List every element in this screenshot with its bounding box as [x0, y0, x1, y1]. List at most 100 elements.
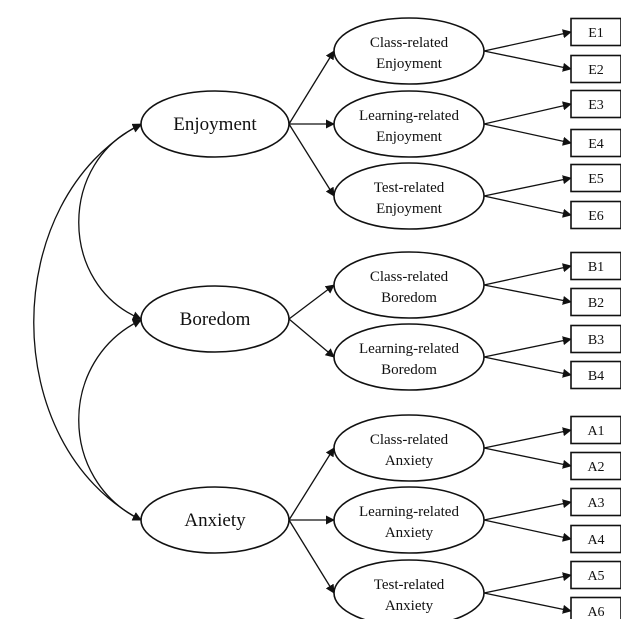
- indicator-e3: E3: [570, 89, 621, 119]
- subconstruct-learning-anxiety-label-line-2: Anxiety: [385, 525, 434, 541]
- indicator-e6-box: [570, 200, 621, 230]
- indicator-a3-label: A3: [587, 496, 604, 511]
- subconstruct-test-enjoyment-label-line-1: Test-related: [374, 180, 445, 196]
- indicator-a6: A6: [570, 596, 621, 619]
- indicator-a4: A4: [570, 524, 621, 554]
- correlation-enjoyment-boredom: [78, 124, 142, 321]
- indicator-b4-label: B4: [588, 369, 604, 384]
- indicator-a2: A2: [570, 451, 621, 481]
- subconstruct-learning-boredom-ellipse: [333, 323, 485, 391]
- indicator-a5: A5: [570, 560, 621, 590]
- indicator-b1-label: B1: [588, 260, 604, 275]
- indicator-a1-box: [570, 415, 621, 445]
- subconstruct-class-anxiety-label-line-2: Anxiety: [385, 453, 434, 469]
- indicator-a4-label: A4: [587, 533, 604, 548]
- indicator-e1: E1: [570, 17, 621, 47]
- indicator-e5: E5: [570, 163, 621, 193]
- path-test-enjoyment-to-e5: [483, 175, 572, 197]
- path-anxiety-to-class-anxiety: [288, 447, 335, 521]
- indicator-a1-label: A1: [587, 424, 604, 439]
- subconstruct-learning-enjoyment-label-line-2: Enjoyment: [376, 129, 443, 145]
- edges-layer: [33, 29, 572, 614]
- path-class-enjoyment-to-e1: [483, 29, 572, 52]
- subconstruct-class-boredom-label-line-1: Class-related: [370, 269, 449, 285]
- subconstruct-learning-enjoyment-ellipse: [333, 90, 485, 158]
- indicator-a2-box: [570, 451, 621, 481]
- subconstruct-class-boredom-ellipse: [333, 251, 485, 319]
- subconstruct-class-boredom-label-line-2: Boredom: [381, 290, 437, 306]
- indicator-e5-label: E5: [588, 172, 604, 187]
- correlation-enjoyment-anxiety: [33, 123, 142, 521]
- construct-enjoyment-ellipse: [140, 90, 290, 158]
- subconstruct-class-anxiety-ellipse: [333, 414, 485, 482]
- subconstruct-class-enjoyment-ellipse: [333, 17, 485, 85]
- indicator-e1-label: E1: [588, 26, 604, 41]
- construct-boredom-label: Boredom: [180, 309, 251, 330]
- indicator-a3: A3: [570, 487, 621, 517]
- path-class-boredom-to-b1: [483, 263, 572, 286]
- indicator-a6-box: [570, 596, 621, 619]
- indicator-b1: B1: [570, 251, 621, 281]
- path-class-anxiety-to-a2: [483, 447, 572, 469]
- indicator-e2-label: E2: [588, 63, 604, 78]
- construct-anxiety-ellipse: [140, 486, 290, 554]
- path-enjoyment-to-test-enjoyment: [288, 123, 335, 197]
- path-test-enjoyment-to-e6: [483, 195, 572, 218]
- construct-anxiety: Anxiety: [140, 486, 290, 554]
- path-enjoyment-to-class-enjoyment: [288, 50, 335, 125]
- construct-enjoyment-label: Enjoyment: [173, 114, 257, 135]
- path-class-boredom-to-b2: [483, 284, 572, 305]
- indicator-e4-label: E4: [588, 137, 604, 152]
- indicator-b4: B4: [570, 360, 621, 390]
- indicator-b3-label: B3: [588, 333, 604, 348]
- indicator-a1: A1: [570, 415, 621, 445]
- indicator-b1-box: [570, 251, 621, 281]
- subconstruct-learning-boredom-label-line-1: Learning-related: [359, 341, 459, 357]
- indicator-b2-box: [570, 287, 621, 317]
- indicator-b2-label: B2: [588, 296, 604, 311]
- path-test-anxiety-to-a6: [483, 592, 572, 614]
- subconstruct-class-enjoyment-label-line-1: Class-related: [370, 35, 449, 51]
- construct-boredom: Boredom: [140, 285, 290, 353]
- indicator-e6: E6: [570, 200, 621, 230]
- subconstruct-class-anxiety-label-line-1: Class-related: [370, 432, 449, 448]
- indicator-a4-box: [570, 524, 621, 554]
- indicator-e3-label: E3: [588, 98, 604, 113]
- path-test-anxiety-to-a5: [483, 572, 572, 594]
- path-learning-anxiety-to-a4: [483, 519, 572, 542]
- nodes-layer: EnjoymentBoredomAnxietyClass-relatedEnjo…: [140, 17, 621, 619]
- correlation-boredom-anxiety: [78, 319, 142, 521]
- path-boredom-to-learning-boredom: [288, 318, 335, 358]
- indicator-e1-box: [570, 17, 621, 47]
- subconstruct-learning-enjoyment-label-line-1: Learning-related: [359, 108, 459, 124]
- indicator-e2: E2: [570, 54, 621, 84]
- path-learning-enjoyment-to-e4: [483, 123, 572, 146]
- indicator-b3: B3: [570, 324, 621, 354]
- path-learning-enjoyment-to-e3: [483, 101, 572, 125]
- construct-boredom-ellipse: [140, 285, 290, 353]
- construct-anxiety-label: Anxiety: [184, 510, 246, 531]
- path-learning-anxiety-to-a3: [483, 499, 572, 521]
- indicator-e4-box: [570, 128, 621, 158]
- subconstruct-test-anxiety-label-line-2: Anxiety: [385, 598, 434, 614]
- indicator-b2: B2: [570, 287, 621, 317]
- subconstruct-test-enjoyment-label-line-2: Enjoyment: [376, 201, 443, 217]
- subconstruct-learning-boredom-label-line-2: Boredom: [381, 362, 437, 378]
- subconstruct-class-enjoyment-label-line-2: Enjoyment: [376, 56, 443, 72]
- path-class-anxiety-to-a1: [483, 427, 572, 449]
- indicator-e6-label: E6: [588, 209, 604, 224]
- indicator-e5-box: [570, 163, 621, 193]
- indicator-a5-label: A5: [587, 569, 604, 584]
- subconstruct-learning-anxiety-ellipse: [333, 486, 485, 554]
- indicator-a3-box: [570, 487, 621, 517]
- indicator-b3-box: [570, 324, 621, 354]
- indicator-e2-box: [570, 54, 621, 84]
